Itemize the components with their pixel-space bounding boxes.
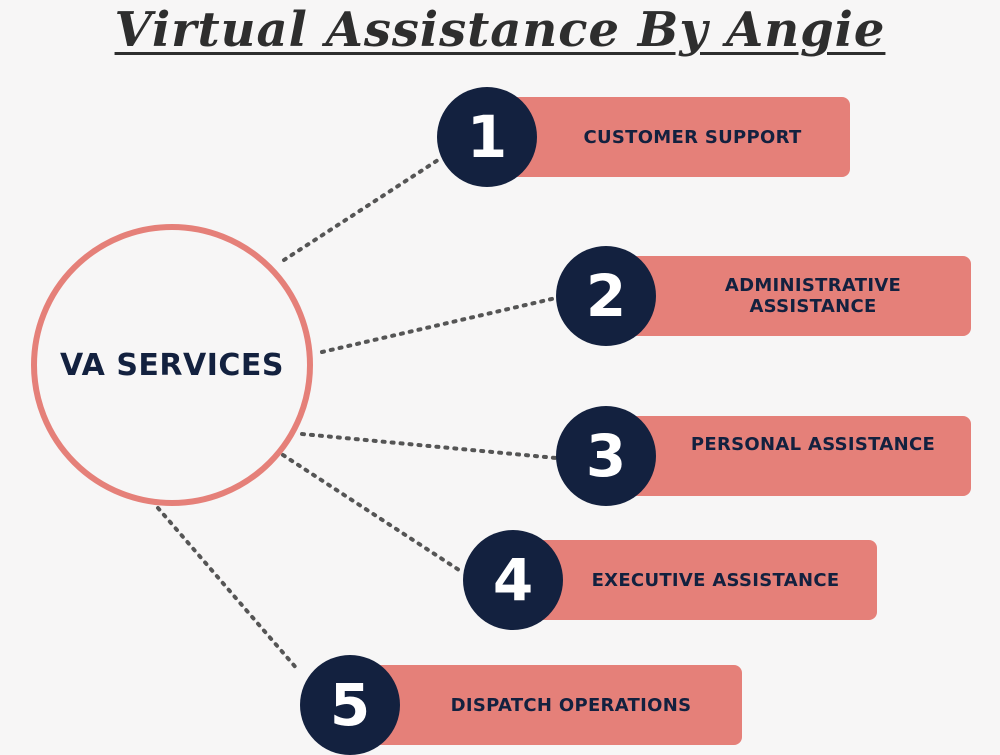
service-bar-5: DISPATCH OPERATIONS (370, 665, 742, 745)
service-number-5: 5 (300, 655, 400, 755)
connector-2 (320, 296, 558, 354)
service-bar-2: ADMINISTRATIVE ASSISTANCE (625, 256, 971, 336)
connector-4 (281, 453, 464, 574)
service-bar-3: PERSONAL ASSISTANCE (625, 416, 971, 496)
va-services-hub: VA SERVICES (31, 224, 313, 506)
service-number-2: 2 (556, 246, 656, 346)
service-bar-1: CUSTOMER SUPPORT (505, 97, 850, 177)
service-bar-4: EXECUTIVE ASSISTANCE (530, 540, 877, 620)
service-label-3: PERSONAL ASSISTANCE (690, 434, 936, 455)
connector-1 (282, 158, 440, 262)
service-label-1: CUSTOMER SUPPORT (583, 126, 802, 148)
service-label-5: DISPATCH OPERATIONS (450, 694, 692, 716)
connector-5 (156, 506, 300, 672)
service-label-4: EXECUTIVE ASSISTANCE (591, 569, 840, 591)
page-title: Virtual Assistance By Angie (114, 2, 886, 58)
service-number-1: 1 (437, 87, 537, 187)
connector-3 (300, 432, 558, 460)
service-label-2: ADMINISTRATIVE ASSISTANCE (724, 275, 902, 317)
service-number-4: 4 (463, 530, 563, 630)
hub-label: VA SERVICES (59, 347, 285, 383)
service-number-3: 3 (556, 406, 656, 506)
